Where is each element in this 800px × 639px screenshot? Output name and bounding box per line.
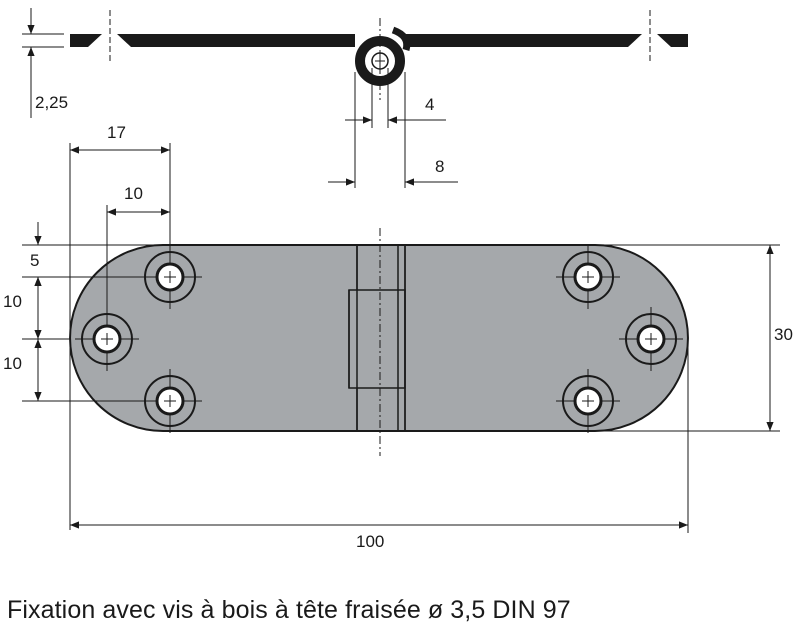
screw-hole — [75, 307, 139, 371]
dim-hole-offset-17: 17 — [69, 123, 171, 530]
dim-height: 30 — [766, 245, 793, 431]
dim-hole-offset-10: 10 — [106, 184, 170, 313]
dim-knuckle-diameter: 8 — [328, 72, 458, 188]
dim-length-label: 100 — [356, 532, 384, 551]
dim-length: 100 — [70, 338, 689, 551]
screw-hole — [138, 245, 202, 309]
side-view — [70, 10, 688, 100]
dim-height-label: 30 — [774, 325, 793, 344]
dim-edge-distance-label: 5 — [30, 251, 39, 270]
screw-hole — [619, 307, 683, 371]
dim-pin-diameter-label: 4 — [425, 95, 434, 114]
dim-knuckle-diameter-label: 8 — [435, 157, 444, 176]
dim-hole-offset-10-label: 10 — [124, 184, 143, 203]
dim-pin-diameter: 4 — [345, 68, 446, 128]
screw-hole — [556, 245, 620, 309]
dim-hole-spacing-bottom: 10 — [3, 339, 42, 401]
screw-hole — [556, 369, 620, 433]
caption-text: Fixation avec vis à bois à tête fraisée … — [7, 596, 571, 624]
hinge-technical-drawing: 2,25 4 8 17 — [3, 8, 793, 551]
dim-hole-spacing-top-label: 10 — [3, 292, 22, 311]
dim-hole-spacing-top: 10 — [3, 277, 42, 339]
dim-thickness: 2,25 — [22, 8, 68, 118]
front-view — [69, 228, 689, 456]
dim-hole-spacing-bottom-label: 10 — [3, 354, 22, 373]
dim-hole-offset-17-label: 17 — [107, 123, 126, 142]
screw-hole — [138, 369, 202, 433]
dim-thickness-label: 2,25 — [35, 93, 68, 112]
screw-holes — [75, 245, 683, 433]
